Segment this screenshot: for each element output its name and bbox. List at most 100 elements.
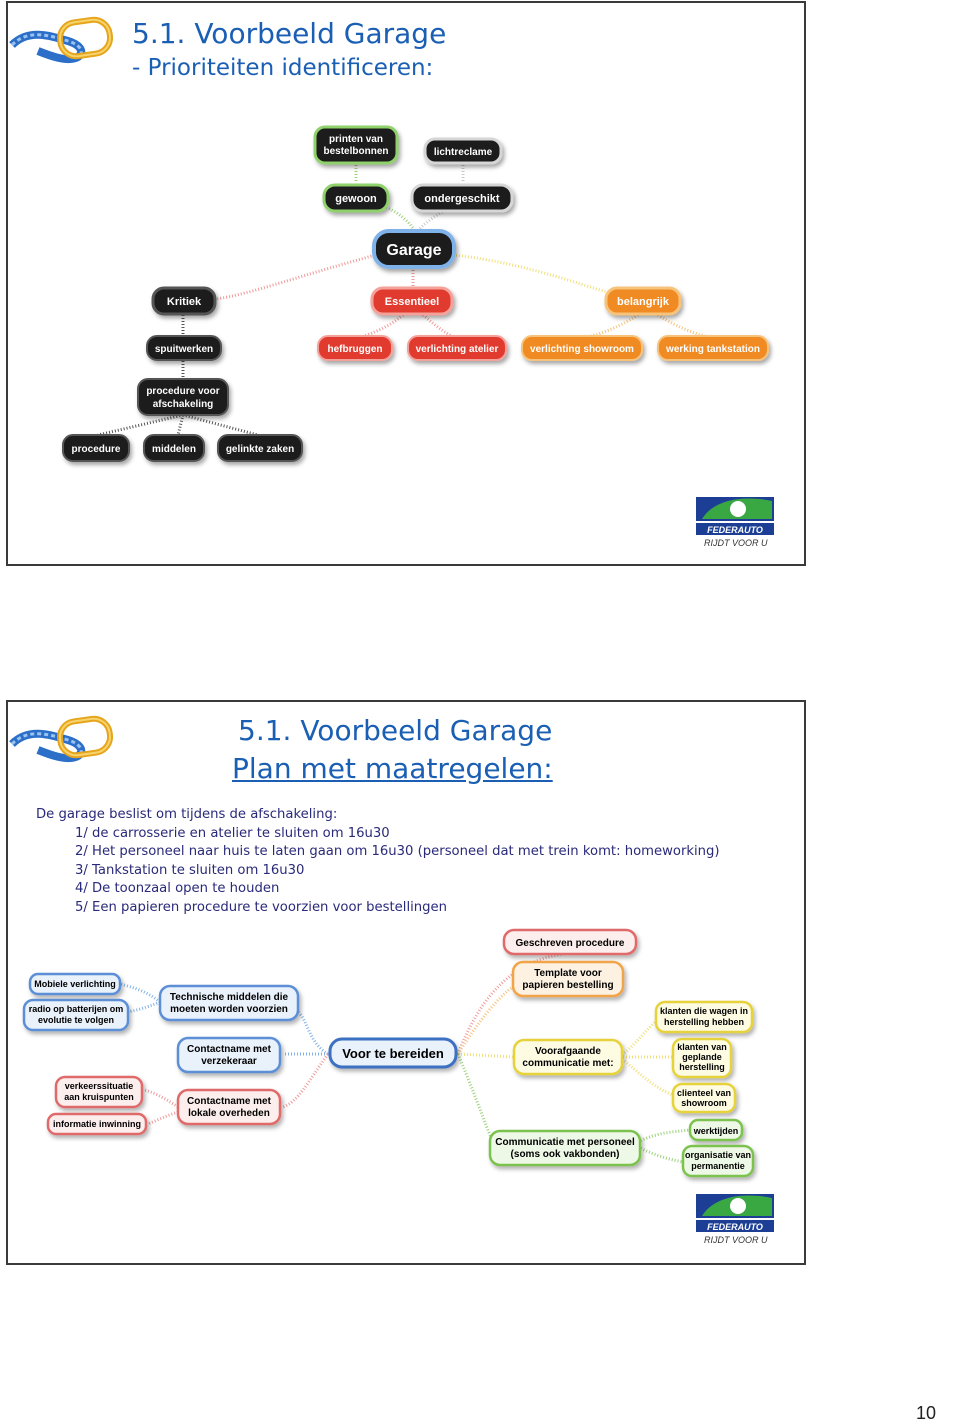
node-klanten-wagen: klanten die wagen in herstelling hebben [654, 1000, 754, 1034]
svg-text:afschakeling: afschakeling [153, 399, 214, 410]
node-verlichting-showroom: verlichting showroom [521, 335, 643, 361]
svg-text:spuitwerken: spuitwerken [155, 344, 213, 355]
svg-text:werktijden: werktijden [693, 1126, 739, 1136]
svg-text:informatie inwinning: informatie inwinning [53, 1119, 141, 1129]
svg-text:verzekeraar: verzekeraar [201, 1056, 257, 1067]
measures-intro: De garage beslist om tijdens de afschake… [36, 807, 338, 822]
measure-item: 3/ Tankstation te sluiten om 16u30 [75, 862, 305, 878]
svg-text:lokale overheden: lokale overheden [188, 1108, 270, 1119]
svg-text:gewoon: gewoon [335, 193, 377, 205]
priority-mindmap: printen van bestelbonnen lichtreclame ge… [62, 125, 769, 462]
page-number: 10 [915, 1403, 936, 1423]
federauto-logo: FEDERAUTO [696, 497, 774, 535]
carabiner-rope-icon [9, 16, 114, 64]
svg-text:verlichting showroom: verlichting showroom [530, 344, 634, 355]
measures-text: De garage beslist om tijdens de afschake… [36, 806, 720, 918]
svg-text:verlichting atelier: verlichting atelier [416, 344, 499, 355]
node-belangrijk: belangrijk [604, 286, 682, 316]
node-werking-tankstation: werking tankstation [657, 335, 769, 361]
node-communicatie: Communicatie met personeel (soms ook vak… [488, 1129, 642, 1167]
svg-text:ondergeschikt: ondergeschikt [424, 193, 500, 205]
node-gelinkte-zaken: gelinkte zaken [217, 434, 303, 462]
slide-subtitle: - Prioriteiten identificeren: [132, 55, 434, 81]
svg-text:hefbruggen: hefbruggen [328, 344, 383, 355]
svg-text:Technische middelen die: Technische middelen die [170, 992, 289, 1003]
measure-item: 1/ de carrosserie en atelier te sluiten … [75, 825, 390, 841]
federauto-logo: FEDERAUTO [696, 1194, 774, 1232]
node-clienteel: clienteel van showroom [671, 1082, 737, 1114]
node-procedure: procedure [62, 434, 130, 462]
node-verzekeraar: Contactname met verzekeraar [176, 1036, 282, 1074]
svg-text:clienteel van: clienteel van [677, 1088, 731, 1098]
svg-text:procedure: procedure [72, 444, 121, 455]
svg-text:printen van: printen van [329, 134, 383, 145]
node-mobiele: Mobiele verlichting [28, 972, 122, 996]
svg-text:evolutie te volgen: evolutie te volgen [38, 1015, 114, 1025]
svg-text:gelinkte zaken: gelinkte zaken [226, 444, 294, 455]
svg-text:Geschreven procedure: Geschreven procedure [516, 938, 625, 949]
node-essentieel: Essentieel [370, 286, 454, 316]
node-klanten-van: klanten van geplande herstelling [671, 1037, 733, 1079]
svg-text:moeten worden voorzien: moeten worden voorzien [170, 1004, 288, 1015]
node-overheden: Contactname met lokale overheden [176, 1088, 282, 1126]
svg-text:klanten van: klanten van [677, 1042, 727, 1052]
svg-text:Communicatie met personeel: Communicatie met personeel [495, 1137, 635, 1148]
svg-text:herstelling hebben: herstelling hebben [664, 1017, 744, 1027]
carabiner-rope-icon [9, 715, 114, 763]
svg-text:lichtreclame: lichtreclame [434, 147, 493, 158]
node-middelen: middelen [143, 434, 205, 462]
node-template: Template voor papieren bestelling [511, 960, 625, 998]
node-spuitwerken: spuitwerken [146, 335, 222, 361]
slide-title: 5.1. Voorbeeld Garage [238, 714, 553, 747]
logo-caption: RIJDT VOOR U [704, 1235, 768, 1245]
svg-text:Mobiele verlichting: Mobiele verlichting [34, 979, 116, 989]
node-verkeerssituatie: verkeerssituatie aan kruispunten [54, 1075, 144, 1109]
slide-prioriteiten: 5.1. Voorbeeld Garage - Prioriteiten ide… [6, 1, 806, 566]
svg-text:Contactname met: Contactname met [187, 1044, 272, 1055]
svg-text:belangrijk: belangrijk [617, 296, 670, 308]
node-werktijden: werktijden [688, 1118, 744, 1142]
slide-plan-maatregelen: 5.1. Voorbeeld Garage Plan met maatregel… [6, 700, 806, 1265]
svg-text:(soms ook vakbonden): (soms ook vakbonden) [511, 1149, 620, 1160]
svg-text:Template voor: Template voor [534, 968, 602, 979]
svg-text:verkeerssituatie: verkeerssituatie [65, 1081, 134, 1091]
slide-title: 5.1. Voorbeeld Garage [132, 17, 447, 50]
svg-text:communicatie met:: communicatie met: [522, 1058, 613, 1069]
svg-text:klanten die wagen in: klanten die wagen in [660, 1006, 748, 1016]
svg-text:Kritiek: Kritiek [167, 296, 202, 308]
node-garage: Garage [372, 229, 456, 269]
svg-text:werking tankstation: werking tankstation [665, 344, 760, 355]
svg-text:herstelling: herstelling [679, 1062, 725, 1072]
svg-text:papieren bestelling: papieren bestelling [522, 980, 613, 991]
node-gewoon: gewoon [322, 183, 390, 213]
logo-caption: RIJDT VOOR U [704, 538, 768, 548]
node-lichtreclame: lichtreclame [423, 137, 503, 165]
svg-text:Contactname met: Contactname met [187, 1096, 272, 1107]
node-kritiek: Kritiek [151, 286, 217, 316]
node-geschreven: Geschreven procedure [502, 928, 638, 956]
svg-text:showroom: showroom [681, 1098, 727, 1108]
svg-text:radio op batterijen om: radio op batterijen om [29, 1004, 124, 1014]
svg-text:bestelbonnen: bestelbonnen [323, 146, 388, 157]
measure-item: 4/ De toonzaal open te houden [75, 881, 280, 897]
slide-subtitle: Plan met maatregelen: [232, 752, 553, 785]
measure-item: 2/ Het personeel naar huis te laten gaan… [75, 844, 720, 860]
svg-text:middelen: middelen [152, 444, 196, 455]
node-center: Voor te bereiden [328, 1037, 458, 1069]
svg-text:FEDERAUTO: FEDERAUTO [707, 1222, 763, 1232]
svg-text:Voor te bereiden: Voor te bereiden [342, 1046, 444, 1061]
node-radio: radio op batterijen om evolutie te volge… [22, 998, 130, 1032]
node-printen: printen van bestelbonnen [313, 125, 399, 165]
svg-text:permanentie: permanentie [691, 1161, 745, 1171]
node-informatie: informatie inwinning [46, 1112, 148, 1136]
node-ondergeschikt: ondergeschikt [410, 183, 514, 213]
plan-mindmap: Voor te bereiden Geschreven procedure Te… [22, 928, 755, 1178]
svg-text:Garage: Garage [386, 242, 441, 259]
node-technische: Technische middelen die moeten worden vo… [158, 984, 300, 1022]
measure-item: 5/ Een papieren procedure te voorzien vo… [75, 899, 447, 915]
node-organisatie: organisatie van permanentie [681, 1144, 755, 1178]
svg-text:organisatie van: organisatie van [685, 1150, 751, 1160]
svg-text:aan kruispunten: aan kruispunten [64, 1092, 134, 1102]
svg-text:Voorafgaande: Voorafgaande [535, 1046, 601, 1057]
node-procedure-afschakeling: procedure voor afschakeling [137, 378, 229, 416]
